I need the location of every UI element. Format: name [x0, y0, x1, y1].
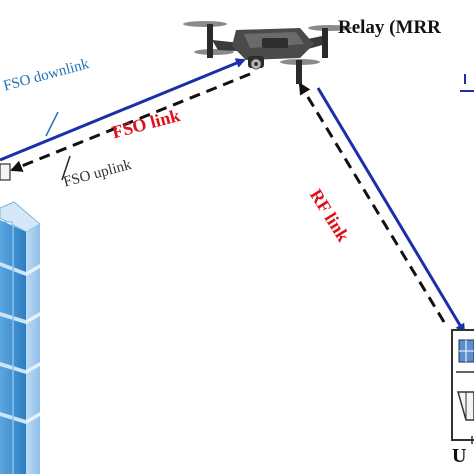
relay-label: Relay (MRR	[338, 17, 441, 38]
fso-uplink-pointer	[61, 155, 71, 181]
fso-downlink-arrow	[0, 58, 246, 162]
drone-icon	[183, 21, 352, 84]
building-icon	[0, 201, 41, 474]
fso-downlink-pointer	[45, 111, 59, 137]
ue-device-icon	[451, 329, 474, 444]
legend-mark-2	[464, 74, 466, 84]
rf-uplink-arrow	[298, 82, 446, 323]
fso-transceiver	[0, 163, 11, 181]
ue-label: U	[452, 445, 467, 467]
legend-mark	[460, 90, 474, 92]
rf-downlink-arrow	[316, 87, 466, 334]
fso-uplink-arrow	[10, 72, 251, 172]
